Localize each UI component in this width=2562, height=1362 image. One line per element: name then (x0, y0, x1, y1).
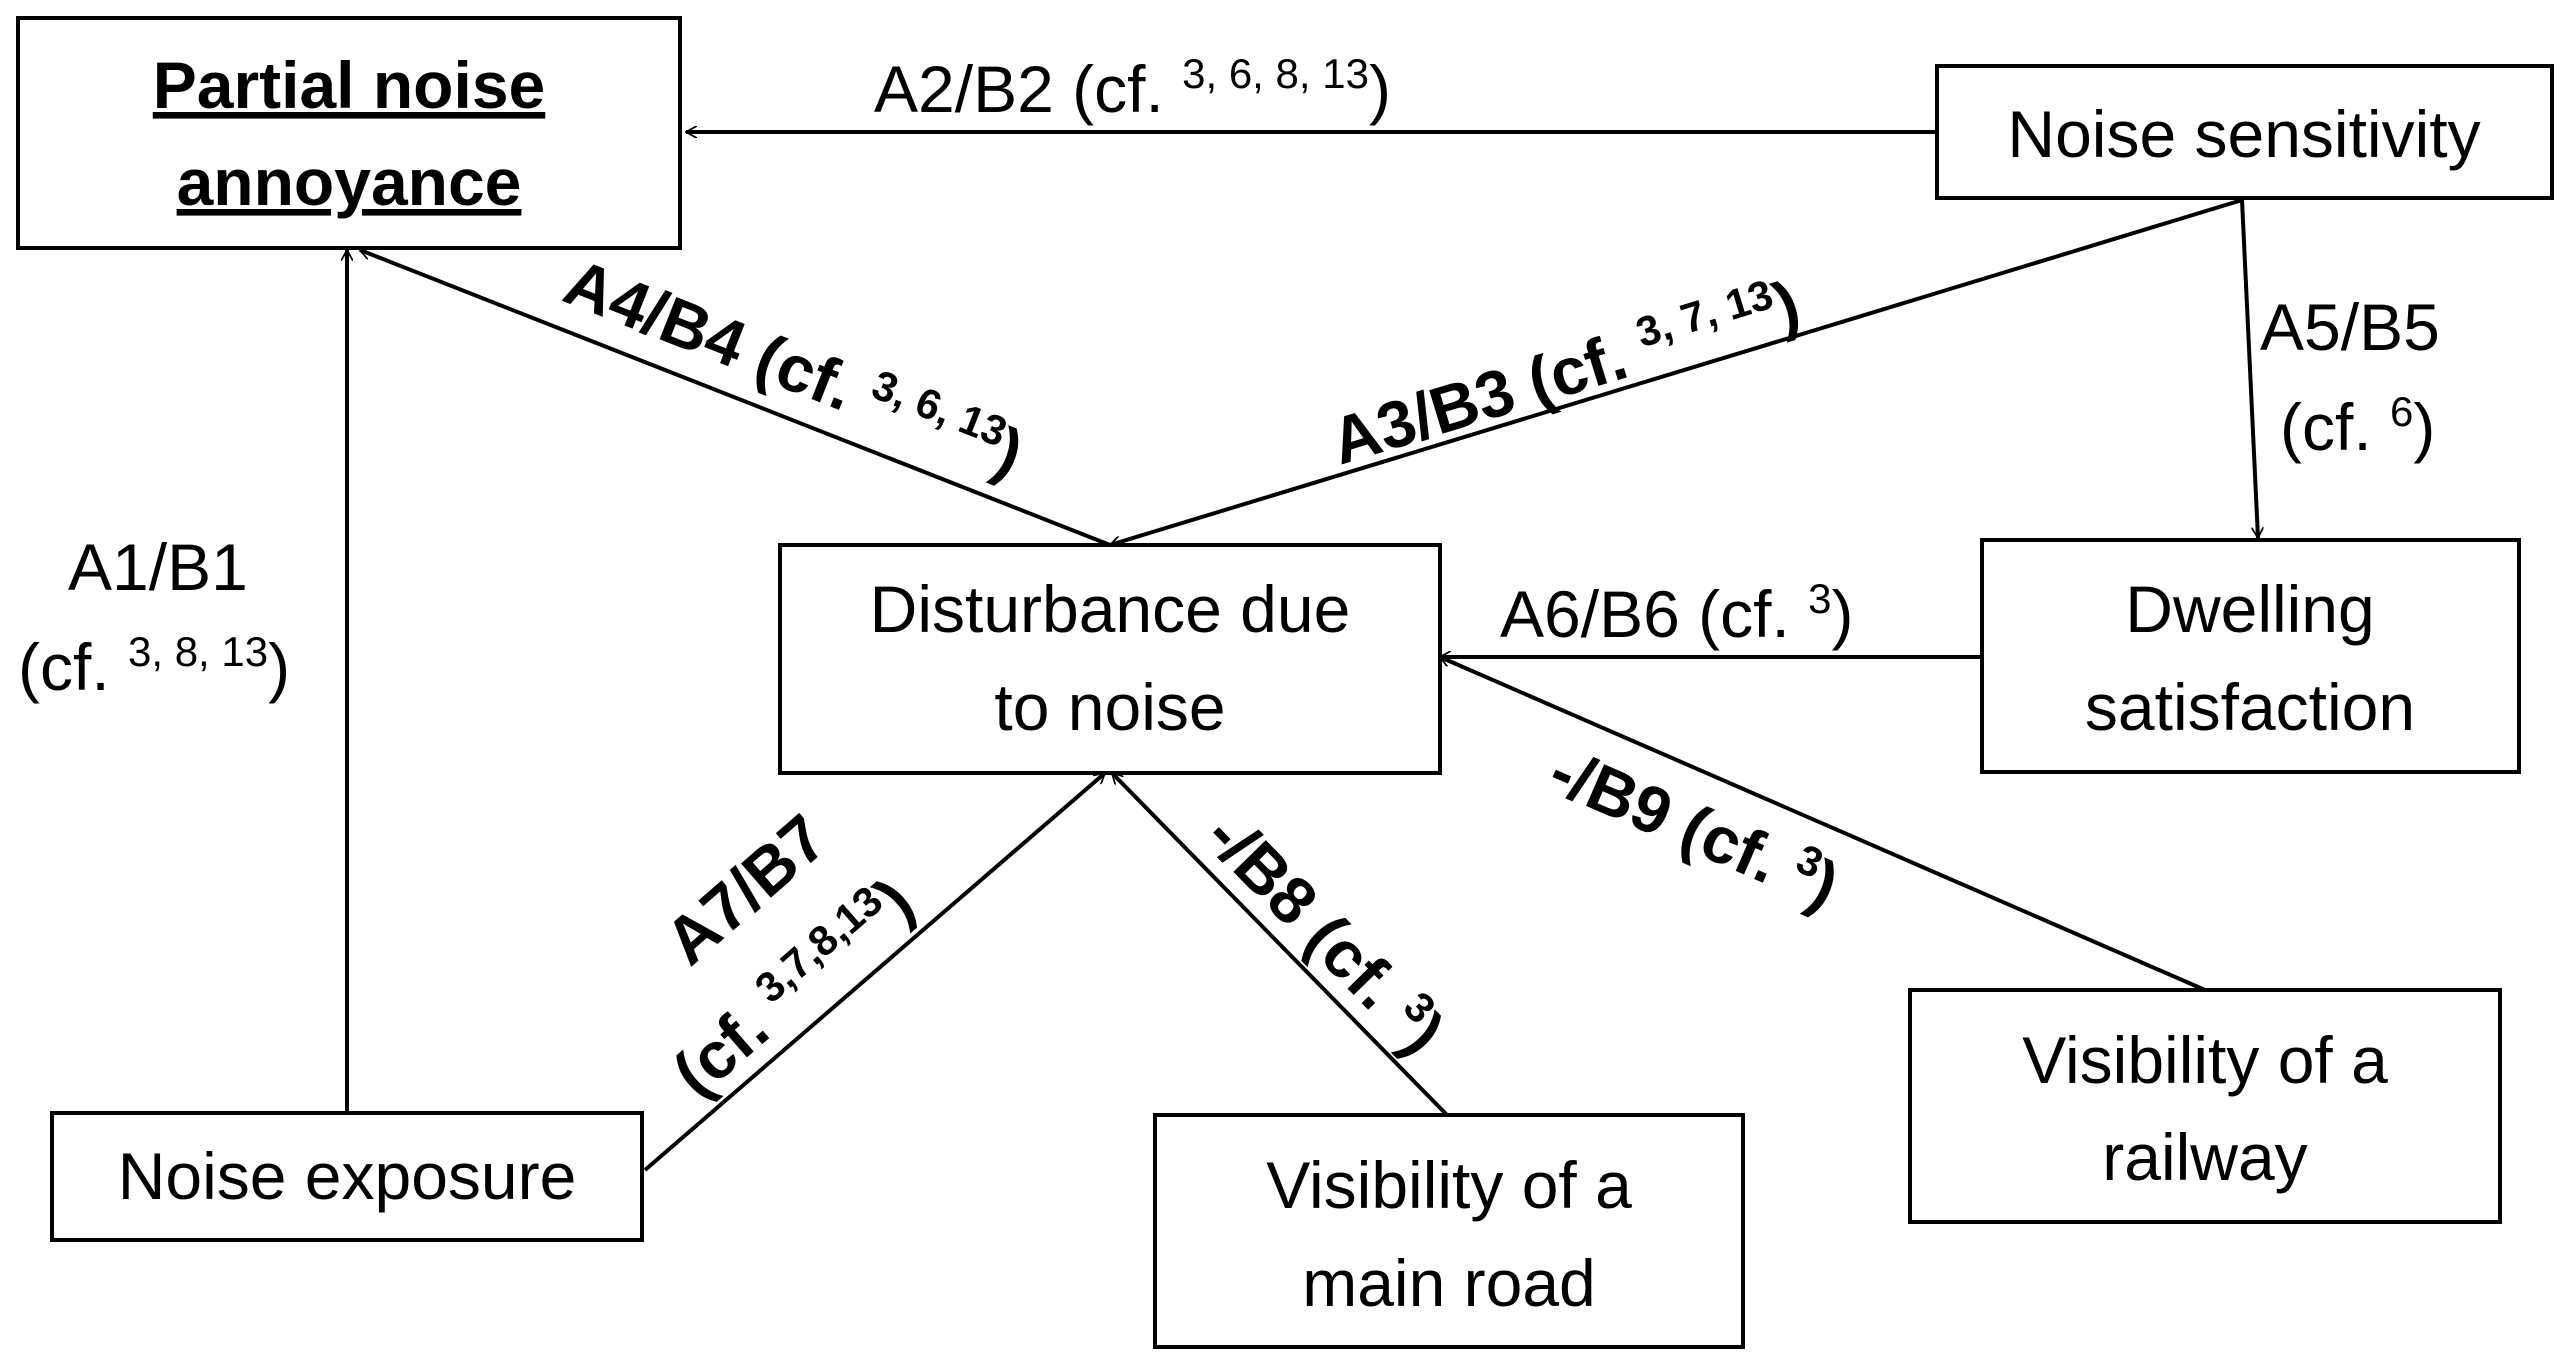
edge-disturbance-to-annoyance (360, 250, 1111, 547)
edge-label-a4b4: A4/B4 (cf. 3, 6, 13) (555, 242, 1034, 490)
edge-road-to-disturbance (1110, 771, 1449, 1117)
node-label-line-1: Disturbance due (870, 572, 1351, 646)
edge-label-refs: 3, 6, 8, 13 (1182, 50, 1369, 97)
node-label-line-1: Visibility of a (1266, 1148, 1632, 1222)
edge-label-a5b5-line-2: (cf. 6) (2280, 388, 2435, 464)
edge-railway-to-disturbance (1440, 657, 2206, 992)
edge-sensitivity-to-dwelling (2240, 199, 2258, 538)
edge-label-close: ) (268, 630, 290, 704)
edge-label-b9: -/B9 (cf. 3) (1539, 731, 1850, 923)
node-noise-exposure: Noise exposure (50, 1111, 644, 1242)
edge-label-text: (cf. (2280, 390, 2390, 464)
arrow-a4b4 (360, 250, 1111, 547)
edge-label-refs: 3 (1808, 575, 1831, 622)
node-disturbance-due-to-noise: Disturbance due to noise (778, 543, 1442, 775)
node-label-line-2: satisfaction (2085, 670, 2415, 744)
node-label-line-1: Noise exposure (118, 1139, 577, 1213)
edge-label-text: A4/B4 (cf. (555, 244, 882, 431)
node-label-line-1: Noise sensitivity (2007, 97, 2480, 171)
node-label-line-1: Dwelling (2125, 572, 2374, 646)
edge-label-a2b2: A2/B2 (cf. 3, 6, 8, 13) (874, 50, 1391, 126)
edge-label-a1b1-line-1: A1/B1 (68, 530, 248, 604)
edge-label-a5b5-line-1: A5/B5 (2260, 290, 2440, 364)
edge-sensitivity-to-disturbance (1110, 198, 2243, 545)
edge-label-text: -/B8 (cf. (1192, 798, 1427, 1036)
node-label-line-1: Visibility of a (2022, 1023, 2388, 1097)
edge-label-refs: 3, 7, 13 (1631, 270, 1779, 356)
arrow-a5b5 (2240, 199, 2258, 538)
node-visibility-railway: Visibility of a railway (1908, 988, 2502, 1224)
node-label-line-2: railway (2102, 1120, 2307, 1194)
arrow-b8 (1110, 771, 1449, 1117)
arrow-a3b3 (1110, 198, 2243, 545)
edge-label-a1b1-line-2: (cf. 3, 8, 13) (18, 628, 290, 704)
edge-label-refs: 3, 6, 13 (866, 361, 1014, 456)
edge-exposure-to-disturbance (643, 771, 1105, 1172)
edge-label-refs: 6 (2390, 388, 2413, 435)
node-partial-noise-annoyance: Partial noise annoyance (16, 16, 682, 250)
edge-label-close: ) (1831, 577, 1853, 651)
node-label-line-2: annoyance (177, 145, 522, 219)
edge-label-close: ) (2413, 390, 2435, 464)
edge-label-a6b6: A6/B6 (cf. 3) (1500, 575, 1853, 651)
node-visibility-main-road: Visibility of a main road (1153, 1113, 1745, 1349)
node-dwelling-satisfaction: Dwelling satisfaction (1980, 538, 2521, 774)
edge-label-close: ) (1369, 52, 1391, 126)
edge-label-refs: 3, 8, 13 (128, 628, 268, 675)
edge-label-b8: -/B8 (cf. 3) (1192, 797, 1460, 1069)
node-label-line-2: to noise (994, 670, 1225, 744)
edge-label-text: A6/B6 (cf. (1500, 577, 1808, 651)
node-noise-sensitivity: Noise sensitivity (1935, 64, 2554, 200)
edge-label-text: A3/B3 (cf. (1322, 313, 1652, 478)
arrow-a7b7 (643, 771, 1105, 1172)
edge-label-a3b3: A3/B3 (cf. 3, 7, 13) (1322, 264, 1808, 478)
node-label-line-1: Partial noise (153, 48, 546, 122)
arrow-b9 (1440, 657, 2206, 992)
node-label-line-2: main road (1302, 1246, 1596, 1320)
edge-label-text: A2/B2 (cf. (874, 52, 1182, 126)
edge-label-text: (cf. (18, 630, 128, 704)
